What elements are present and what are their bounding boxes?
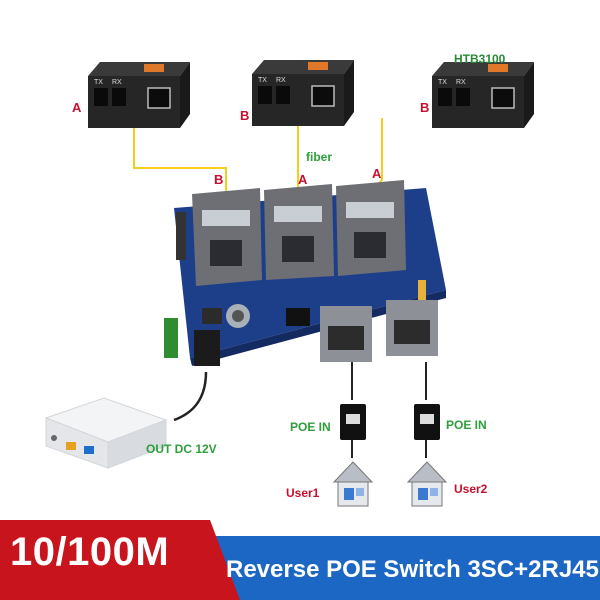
media-converter-left: TX RX	[88, 62, 190, 128]
fiber-label-middle: A	[298, 172, 308, 187]
banner-divider	[180, 520, 240, 600]
tx-label: TX	[258, 77, 267, 84]
converter-left-port-label: A	[72, 100, 82, 115]
house-icon	[406, 461, 448, 507]
fiber-label-right: A	[372, 166, 382, 181]
banner-red	[0, 520, 210, 600]
model-label: HTB3100	[454, 52, 506, 66]
poe-injector-2	[414, 404, 440, 440]
rx-label: RX	[112, 79, 122, 86]
tx-label: TX	[438, 79, 447, 86]
poe-label-2: POE IN	[446, 418, 487, 432]
media-converter-right: TX RX	[432, 62, 534, 128]
switch-board	[164, 180, 446, 366]
fiber-cable-label: fiber	[306, 150, 333, 164]
poe-label-1: POE IN	[290, 420, 331, 434]
poe-injector-1	[340, 404, 366, 440]
media-converter-middle: TX RX	[252, 60, 354, 126]
user-label-2: User2	[454, 482, 488, 496]
onu-device	[44, 397, 168, 469]
converter-right-port-label: B	[420, 100, 430, 115]
converter-middle-port-label: B	[240, 108, 250, 123]
house-icon	[332, 461, 374, 507]
tx-label: TX	[94, 79, 103, 86]
user-label-1: User1	[286, 486, 320, 500]
product-title: Reverse POE Switch 3SC+2RJ45	[226, 556, 599, 583]
power-label: OUT DC 12V	[146, 442, 217, 456]
banner-blue	[180, 536, 600, 600]
speed-title: 10/100M	[10, 530, 170, 574]
rx-label: RX	[456, 79, 466, 86]
rx-label: RX	[276, 77, 286, 84]
fiber-label-left: B	[214, 172, 224, 187]
